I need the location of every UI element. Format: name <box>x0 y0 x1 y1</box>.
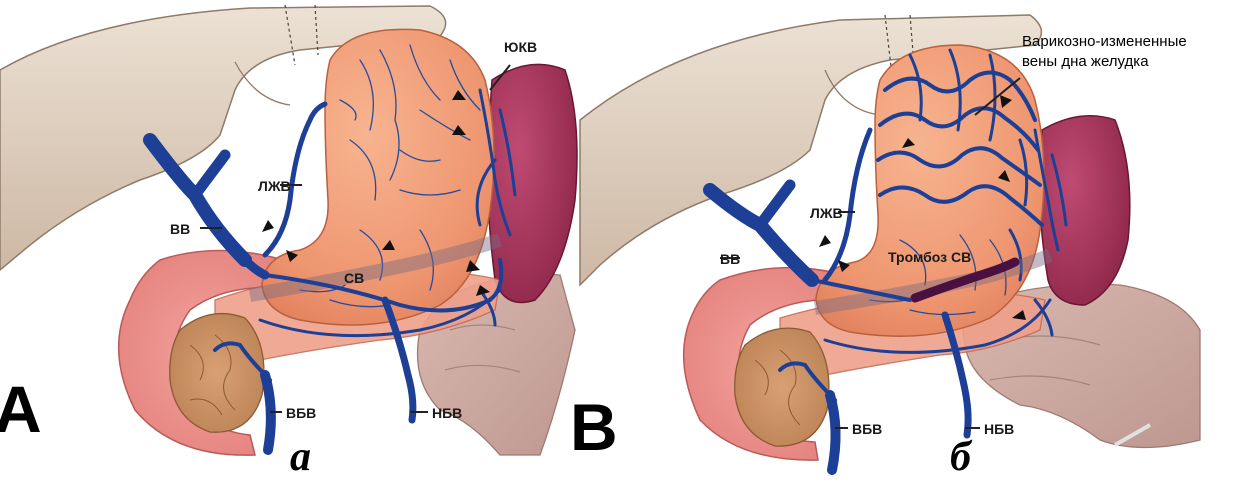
label-nbv-a: НБВ <box>432 405 462 421</box>
panel-letter-a: A <box>0 372 42 446</box>
caption-b: б <box>950 434 973 480</box>
label-vbv-b: ВБВ <box>852 421 882 437</box>
annotation-line2-b: вены дна желудка <box>1022 53 1149 70</box>
smv-b <box>830 395 836 470</box>
spleen-b <box>1040 116 1130 305</box>
portal-branch-a <box>195 155 225 195</box>
panel-b: Варикозно-измененные вены дна желудка ЛЖ… <box>570 15 1200 480</box>
panel-letter-b: B <box>570 390 618 464</box>
label-vv-b: ВВ <box>720 251 740 267</box>
label-lzhv-b: ЛЖВ <box>810 205 843 221</box>
label-vv-a: ВВ <box>170 221 190 237</box>
caption-a: а <box>290 434 311 480</box>
portal-vein-a <box>150 140 245 260</box>
label-yukv-a: ЮКВ <box>504 39 537 55</box>
label-vbv-a: ВБВ <box>286 405 316 421</box>
pancreas-head-b <box>735 328 829 446</box>
portal-branch-b <box>760 185 790 225</box>
pancreas-head-a <box>170 314 264 433</box>
label-sv-a: СВ <box>344 270 364 286</box>
annotation-line1-b: Варикозно-измененные <box>1022 33 1187 50</box>
label-tromboz-b: Тромбоз СВ <box>888 249 971 265</box>
label-nbv-b: НБВ <box>984 421 1014 437</box>
panel-a: ЮКВ ЛЖВ ВВ СВ ВБВ НБВ A а <box>0 5 577 480</box>
label-lzhv-a: ЛЖВ <box>258 178 291 194</box>
